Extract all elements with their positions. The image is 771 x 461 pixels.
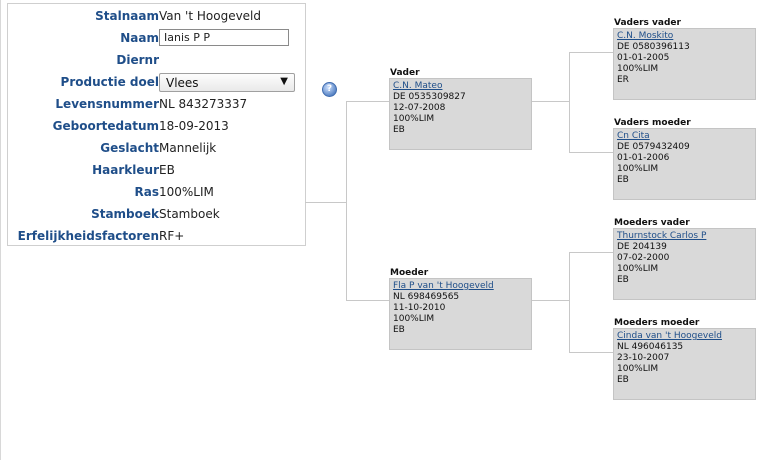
value-stalnaam: Van 't Hoogeveld [159, 9, 262, 23]
pedigree-card-vaders-vader: C.N. Moskito DE 0580396113 01-01-2005 10… [613, 28, 756, 100]
value-haarkleur: EB [159, 163, 175, 177]
pedigree-card-moeders-vader: Thurnstock Carlos P DE 204139 07-02-2000… [613, 228, 756, 300]
link-vader[interactable]: C.N. Mateo [393, 81, 443, 91]
row-ras: Ras 100%LIM [8, 181, 305, 203]
moeder-date: 11-10-2010 [393, 303, 446, 313]
pedigree-card-vaders-moeder: Cn Cita DE 0579432409 01-01-2006 100%LIM… [613, 128, 756, 200]
row-haarkleur: Haarkleur EB [8, 159, 305, 181]
connector-line [305, 202, 347, 203]
row-levensnummer: Levensnummer NL 843273337 [8, 93, 305, 115]
row-diernr: Diernr [8, 49, 305, 71]
vaders-vader-date: 01-01-2005 [617, 53, 670, 63]
moeders-vader-nr: DE 204139 [617, 242, 667, 252]
moeders-vader-ras: 100%LIM [617, 264, 659, 274]
vader-nr: DE 0535309827 [393, 92, 466, 102]
label-productie-doel: Productie doel [60, 75, 159, 89]
vader-date: 12-07-2008 [393, 103, 446, 113]
pedigree-title-moeder: Moeder [390, 268, 429, 278]
label-geboortedatum: Geboortedatum [52, 119, 159, 133]
vaders-moeder-color: EB [617, 175, 629, 185]
value-stamboek: Stamboek [159, 207, 220, 221]
link-vaders-moeder[interactable]: Cn Cita [617, 131, 650, 141]
label-naam: Naam [120, 31, 159, 45]
help-icon[interactable]: ? [322, 82, 337, 97]
connector-line [569, 252, 614, 253]
label-diernr: Diernr [116, 53, 159, 67]
connector-line [346, 101, 347, 300]
connector-line [569, 52, 614, 53]
moeders-moeder-date: 23-10-2007 [617, 353, 670, 363]
vaders-vader-nr: DE 0580396113 [617, 42, 690, 52]
chevron-down-icon: ▼ [280, 76, 288, 87]
pedigree-title-vader: Vader [390, 68, 420, 78]
row-stamboek: Stamboek Stamboek [8, 203, 305, 225]
row-productie-doel: Productie doel Vlees ▼ [8, 71, 305, 93]
pedigree-title-vaders-moeder: Vaders moeder [614, 118, 691, 128]
vaders-vader-ras: 100%LIM [617, 64, 659, 74]
row-naam: Naam [8, 27, 305, 49]
pedigree-title-moeders-vader: Moeders vader [614, 218, 690, 228]
row-geboortedatum: Geboortedatum 18-09-2013 [8, 115, 305, 137]
pedigree-card-moeder: Fla P van 't Hoogeveld NL 698469565 11-1… [389, 278, 532, 350]
moeder-color: EB [393, 325, 405, 335]
connector-line [346, 300, 390, 301]
label-erfelijkheidsfactoren: Erfelijkheidsfactoren [17, 229, 159, 243]
connector-line [569, 252, 570, 353]
vaders-moeder-nr: DE 0579432409 [617, 142, 690, 152]
link-vaders-vader[interactable]: C.N. Moskito [617, 31, 674, 41]
pedigree-card-vader: C.N. Mateo DE 0535309827 12-07-2008 100%… [389, 78, 532, 150]
moeders-moeder-color: EB [617, 375, 629, 385]
label-geslacht: Geslacht [100, 141, 159, 155]
connector-line [569, 152, 614, 153]
value-ras: 100%LIM [159, 185, 214, 199]
connector-line [569, 52, 570, 153]
link-moeders-vader[interactable]: Thurnstock Carlos P [617, 231, 707, 241]
pedigree-title-moeders-moeder: Moeders moeder [614, 318, 700, 328]
vaders-moeder-date: 01-01-2006 [617, 153, 670, 163]
label-stamboek: Stamboek [91, 207, 159, 221]
moeders-vader-color: EB [617, 275, 629, 285]
pedigree-card-moeders-moeder: Cinda van 't Hoogeveld NL 496046135 23-1… [613, 328, 756, 400]
row-stalnaam: Stalnaam Van 't Hoogeveld [8, 5, 305, 27]
connector-line [569, 352, 614, 353]
value-geboortedatum: 18-09-2013 [159, 119, 229, 133]
pedigree-title-vaders-vader: Vaders vader [614, 18, 681, 28]
connector-line [346, 101, 390, 102]
connector-line [532, 300, 570, 301]
link-moeder[interactable]: Fla P van 't Hoogeveld [393, 281, 494, 291]
vaders-vader-color: ER [617, 75, 629, 85]
moeder-nr: NL 698469565 [393, 292, 460, 302]
vader-ras: 100%LIM [393, 114, 435, 124]
animal-info-panel: Stalnaam Van 't Hoogeveld Naam Diernr Pr… [7, 3, 306, 246]
link-moeders-moeder[interactable]: Cinda van 't Hoogeveld [617, 331, 722, 341]
label-levensnummer: Levensnummer [55, 97, 159, 111]
moeders-vader-date: 07-02-2000 [617, 253, 670, 263]
naam-input[interactable] [159, 29, 289, 46]
label-ras: Ras [134, 185, 159, 199]
moeders-moeder-nr: NL 496046135 [617, 342, 684, 352]
vaders-moeder-ras: 100%LIM [617, 164, 659, 174]
productie-doel-select[interactable]: Vlees ▼ [159, 73, 295, 92]
moeder-ras: 100%LIM [393, 314, 435, 324]
label-stalnaam: Stalnaam [95, 9, 159, 23]
moeders-moeder-ras: 100%LIM [617, 364, 659, 374]
row-geslacht: Geslacht Mannelijk [8, 137, 305, 159]
row-erfelijkheidsfactoren: Erfelijkheidsfactoren RF+ [8, 225, 305, 247]
value-levensnummer: NL 843273337 [159, 97, 248, 111]
productie-doel-selected: Vlees [166, 76, 199, 90]
connector-line [532, 101, 570, 102]
value-geslacht: Mannelijk [159, 141, 217, 155]
label-haarkleur: Haarkleur [92, 163, 159, 177]
vader-color: EB [393, 125, 405, 135]
value-erfelijkheidsfactoren: RF+ [159, 229, 185, 243]
